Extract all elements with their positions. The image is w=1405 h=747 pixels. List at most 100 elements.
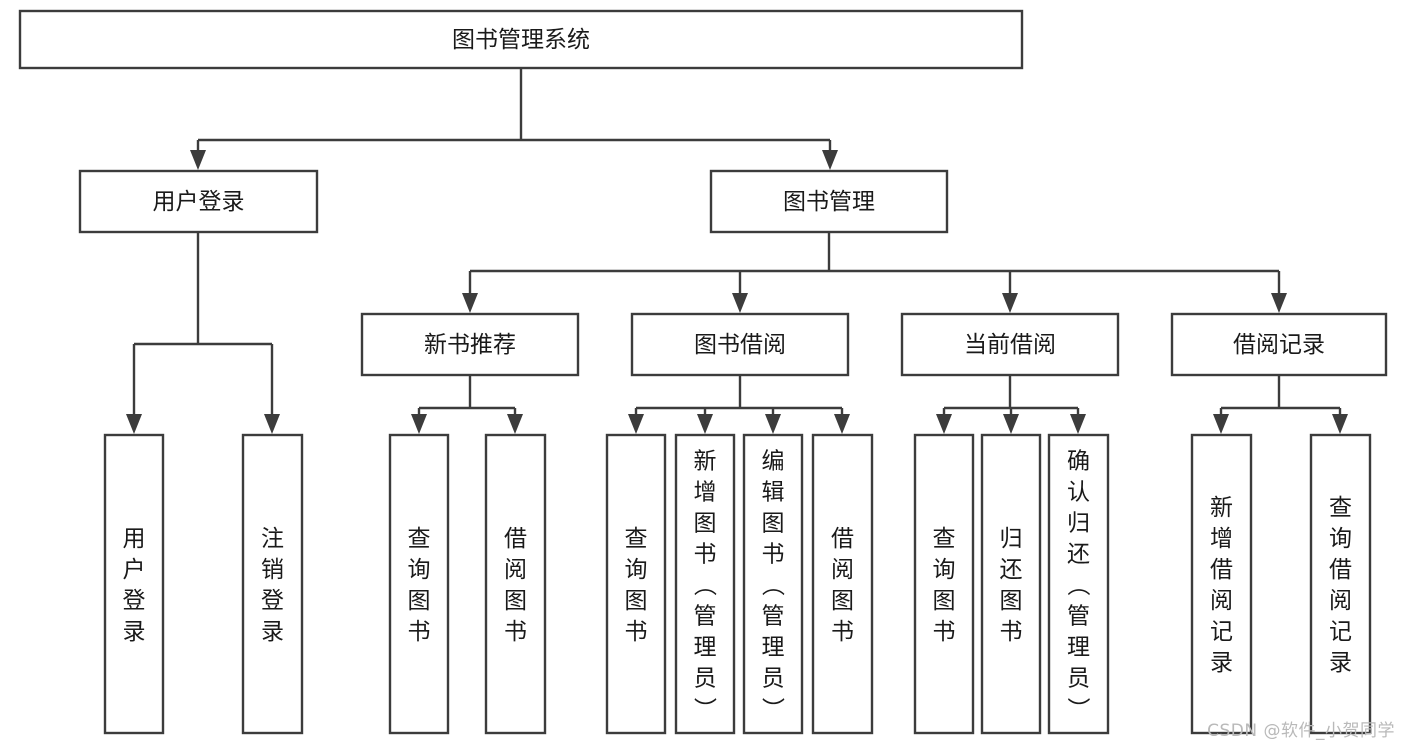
- node-label-char: 编: [762, 449, 785, 475]
- arrow-head-leaf-return-book: [1003, 414, 1019, 434]
- connector-group-new-book-rec: [411, 375, 523, 434]
- node-label-char: 借: [504, 526, 527, 552]
- node-label-char: 阅: [1329, 588, 1352, 614]
- node-label-char: 查: [625, 526, 648, 552]
- node-label: 图书管理: [783, 189, 875, 215]
- node-label-char: 归: [1000, 526, 1023, 552]
- node-label-char: 书: [694, 542, 717, 568]
- arrow-head-new-book-rec: [462, 293, 478, 313]
- node-label-char: 用: [123, 526, 146, 552]
- node-label-char: 图: [933, 588, 956, 614]
- nodes-layer: 图书管理系统用户登录图书管理新书推荐图书借阅当前借阅借阅记录用户登录注销登录查询…: [18, 9, 1388, 735]
- connector-group-book-borrow: [628, 375, 850, 434]
- node-label-char: 管: [694, 604, 717, 630]
- node-box: [709, 169, 949, 234]
- node-box: [1170, 312, 1388, 377]
- arrow-head-book-borrow: [732, 293, 748, 313]
- node-box: [103, 433, 165, 735]
- node-label: 用户登录: [153, 189, 245, 215]
- node-label-char: 理: [1067, 635, 1090, 661]
- node-label-char: 员: [694, 666, 717, 692]
- node-label-char: 书: [504, 619, 527, 645]
- node-label-char: 询: [1329, 526, 1352, 552]
- node-label-char: 书: [762, 542, 785, 568]
- node-label-char: 阅: [831, 557, 854, 583]
- node-box: [360, 312, 580, 377]
- arrow-head-leaf-user-login: [126, 414, 142, 434]
- node-label-char: 增: [694, 480, 717, 506]
- node-box: [1047, 433, 1110, 735]
- node-label-char: 辑: [762, 480, 785, 506]
- arrow-head-leaf-edit-book: [765, 414, 781, 434]
- node-label-char: 销: [261, 557, 284, 583]
- node-book-borrow: 图书借阅: [630, 312, 850, 377]
- node-label-char: 录: [261, 619, 284, 645]
- node-label-char: 图: [625, 588, 648, 614]
- node-label-char: 查: [408, 526, 431, 552]
- node-label: 当前借阅: [964, 332, 1056, 358]
- node-label-char: 录: [1210, 650, 1233, 676]
- arrow-head-leaf-query-book-2: [628, 414, 644, 434]
- node-box: [1190, 433, 1253, 735]
- node-label-char: ）: [759, 697, 785, 720]
- arrow-head-user-login: [190, 150, 206, 170]
- node-label: 借阅记录: [1233, 332, 1325, 358]
- node-box: [980, 433, 1042, 735]
- node-box: [630, 312, 850, 377]
- node-label-char: 登: [123, 588, 146, 614]
- arrow-head-book-manage: [822, 150, 838, 170]
- node-label-char: 借: [1329, 557, 1352, 583]
- node-label-char: 还: [1000, 557, 1023, 583]
- arrow-head-leaf-borrow-book-2: [834, 414, 850, 434]
- node-box: [484, 433, 547, 735]
- node-box: [78, 169, 319, 234]
- node-label-char: 户: [123, 557, 146, 583]
- node-borrow-record: 借阅记录: [1170, 312, 1388, 377]
- node-label-char: 增: [1210, 526, 1233, 552]
- node-label-char: 认: [1067, 480, 1090, 506]
- node-label-char: 借: [1210, 557, 1233, 583]
- node-box: [18, 9, 1024, 70]
- arrow-head-leaf-query-record: [1332, 414, 1348, 434]
- node-label-char: （: [759, 573, 785, 596]
- connector-group-borrow-record: [1213, 375, 1348, 434]
- node-box: [913, 433, 975, 735]
- node-box: [388, 433, 450, 735]
- node-book-manage: 图书管理: [709, 169, 949, 234]
- node-leaf-user-login: 用户登录: [103, 433, 165, 735]
- node-user-login: 用户登录: [78, 169, 319, 234]
- node-label-char: 员: [1067, 666, 1090, 692]
- node-label-char: 图: [694, 511, 717, 537]
- node-box: [605, 433, 667, 735]
- node-box: [811, 433, 874, 735]
- node-label-char: 记: [1329, 619, 1352, 645]
- node-label-char: 图: [762, 511, 785, 537]
- node-label-char: 还: [1067, 542, 1090, 568]
- node-current-borrow: 当前借阅: [900, 312, 1120, 377]
- node-label-char: 图: [831, 588, 854, 614]
- node-label-char: 新: [694, 449, 717, 475]
- arrow-head-leaf-add-book: [697, 414, 713, 434]
- connector-group-book-manage: [462, 232, 1287, 313]
- node-label-char: 询: [625, 557, 648, 583]
- node-label-char: 注: [261, 526, 284, 552]
- node-label-char: 查: [1329, 495, 1352, 521]
- node-root: 图书管理系统: [18, 9, 1024, 70]
- node-label-char: ）: [691, 697, 717, 720]
- arrow-head-leaf-add-record: [1213, 414, 1229, 434]
- node-new-book-rec: 新书推荐: [360, 312, 580, 377]
- node-label-char: 借: [831, 526, 854, 552]
- node-label-char: 查: [933, 526, 956, 552]
- node-label-char: 图: [408, 588, 431, 614]
- node-label-char: 书: [1000, 619, 1023, 645]
- node-label-char: （: [1065, 573, 1091, 596]
